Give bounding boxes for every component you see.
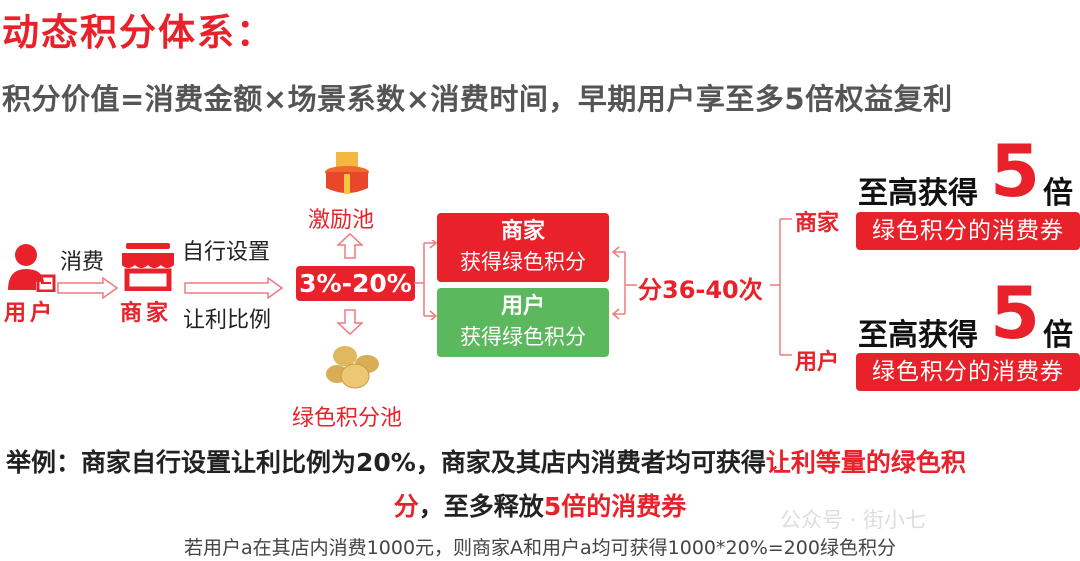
incentive-pool-label: 激励池	[308, 208, 375, 233]
green-pool-label: 绿色积分池	[292, 406, 403, 431]
example-line-2: 分，至多释放5倍的消费券	[0, 487, 1080, 523]
example-highlight: 分	[393, 492, 419, 521]
merchant-points-box: 商家获得绿色积分	[437, 213, 609, 282]
share-ratio-label: 让利比例	[183, 308, 272, 333]
arrow-right-icon	[184, 277, 284, 299]
example-text: ，至多释放	[418, 492, 544, 521]
example-text: 举例：商家自行设置让利比例为20%，商家及其店内消费者均可获得	[6, 448, 766, 477]
page-title: 动态积分体系：	[2, 11, 275, 54]
example-note: 若用户a在其店内消费1000元，则商家A和用户a均可获得1000*20%=200…	[184, 537, 896, 559]
merchant-box-title: 商家	[500, 219, 545, 244]
user-label: 用户	[4, 301, 57, 326]
arrow-right-icon	[57, 277, 119, 299]
example-highlight: 5倍的消费券	[543, 492, 687, 521]
branch-merchant-multiplier: 5	[990, 129, 1041, 213]
example-line-1: 举例：商家自行设置让利比例为20%，商家及其店内消费者均可获得让利等量的绿色积	[6, 443, 966, 479]
arrow-down-icon	[337, 309, 363, 335]
consume-label: 消费	[60, 250, 105, 275]
branch-merchant-label: 商家	[795, 211, 840, 236]
user-icon	[8, 244, 56, 292]
bracket-arrows-left	[414, 240, 438, 320]
gift-box-icon	[325, 152, 369, 194]
branch-merchant-coupon: 绿色积分的消费券	[856, 212, 1080, 250]
user-box-text: 获得绿色积分	[460, 325, 586, 349]
branch-user-label: 用户	[795, 350, 840, 375]
example-highlight: 让利等量的绿色积	[765, 448, 966, 477]
branch-bracket	[770, 218, 792, 356]
subtitle: 积分价值=消费金额×场景系数×消费时间，早期用户享至多5倍权益复利	[2, 82, 953, 116]
ratio-badge: 3%-20%	[296, 266, 415, 301]
shop-icon	[122, 243, 174, 291]
branch-user-coupon: 绿色积分的消费券	[856, 353, 1080, 391]
branch-merchant-prefix: 至高获得	[858, 176, 978, 211]
set-self-label: 自行设置	[182, 240, 271, 265]
branch-user-multiplier: 5	[990, 271, 1041, 355]
arrow-up-icon	[337, 233, 363, 259]
watermark: 公众号 · 街小七	[780, 508, 927, 532]
coins-icon	[326, 346, 379, 389]
bracket-arrows-right	[611, 246, 637, 320]
user-points-box: 用户获得绿色积分	[437, 288, 609, 357]
merchant-label: 商家	[120, 301, 173, 326]
user-box-title: 用户	[500, 294, 545, 319]
branch-merchant-suffix: 倍	[1043, 176, 1073, 211]
split-label: 分36-40次	[638, 276, 763, 304]
branch-user-prefix: 至高获得	[858, 318, 978, 353]
branch-user-suffix: 倍	[1043, 318, 1073, 353]
merchant-box-text: 获得绿色积分	[460, 250, 586, 274]
